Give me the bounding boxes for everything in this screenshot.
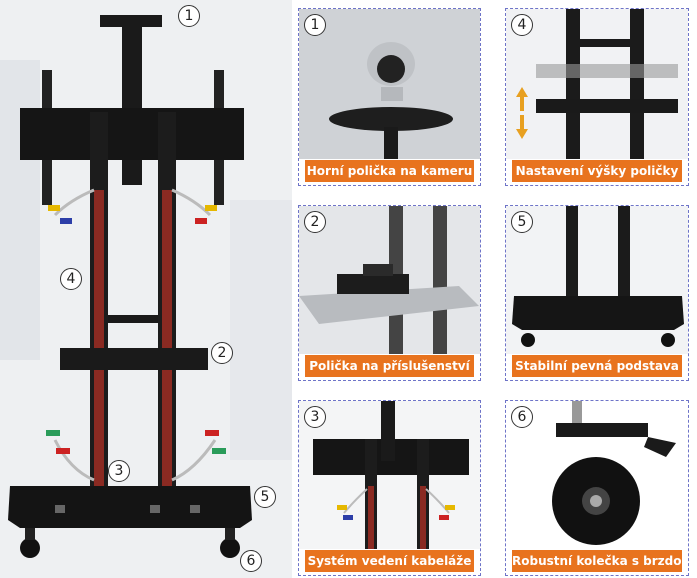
feature-panel-height-adjust: 4 Nastavení výšky poličky (505, 8, 689, 186)
cable-management-icon (299, 401, 480, 549)
panel-caption: Polička na příslušenství (305, 355, 474, 377)
panel-caption: Stabilní pevná podstava (512, 355, 682, 377)
feature-panel-caster-wheel: 6 Robustní kolečka s brzdou (505, 400, 689, 576)
callout-badge-3: 3 (108, 460, 130, 482)
callout-badge-2: 2 (211, 342, 233, 364)
stable-base-icon (506, 206, 688, 354)
panel-caption: Robustní kolečka s brzdou (512, 550, 688, 572)
accessory-shelf-image (299, 206, 480, 354)
panel-number-badge: 2 (304, 211, 326, 233)
panel-number-badge: 5 (511, 211, 533, 233)
callout-badge-4: 4 (60, 268, 82, 290)
feature-panel-stable-base: 5 Stabilní pevná podstava (505, 205, 689, 381)
callout-badge-6: 6 (240, 550, 262, 572)
main-product-image: 1 2 3 4 5 6 (0, 0, 292, 578)
accessory-shelf-icon (299, 206, 480, 354)
panel-number-badge: 1 (304, 14, 326, 36)
panel-number-badge: 4 (511, 14, 533, 36)
stable-base-image (506, 206, 688, 354)
cable-management-image (299, 401, 480, 549)
panel-number-badge: 3 (304, 406, 326, 428)
caster-wheel-icon (506, 401, 688, 549)
feature-panel-accessory-shelf: 2 Polička na příslušenství (298, 205, 481, 381)
panel-number-badge: 6 (511, 406, 533, 428)
tv-stand-illustration (0, 0, 292, 578)
callout-badge-5: 5 (254, 486, 276, 508)
camera-shelf-image (299, 9, 480, 159)
panel-caption: Nastavení výšky poličky (512, 160, 682, 182)
camera-icon (299, 9, 480, 159)
feature-panel-camera-shelf: 1 Horní polička na kameru (298, 8, 481, 186)
callout-badge-1: 1 (178, 5, 200, 27)
panel-caption: Systém vedení kabeláže (305, 550, 474, 572)
panel-caption: Horní polička na kameru (305, 160, 474, 182)
caster-wheel-image (506, 401, 688, 549)
height-adjust-image (506, 9, 688, 159)
height-adjust-icon (506, 9, 688, 159)
feature-panel-cable-management: 3 Systém vedení kabeláže (298, 400, 481, 576)
